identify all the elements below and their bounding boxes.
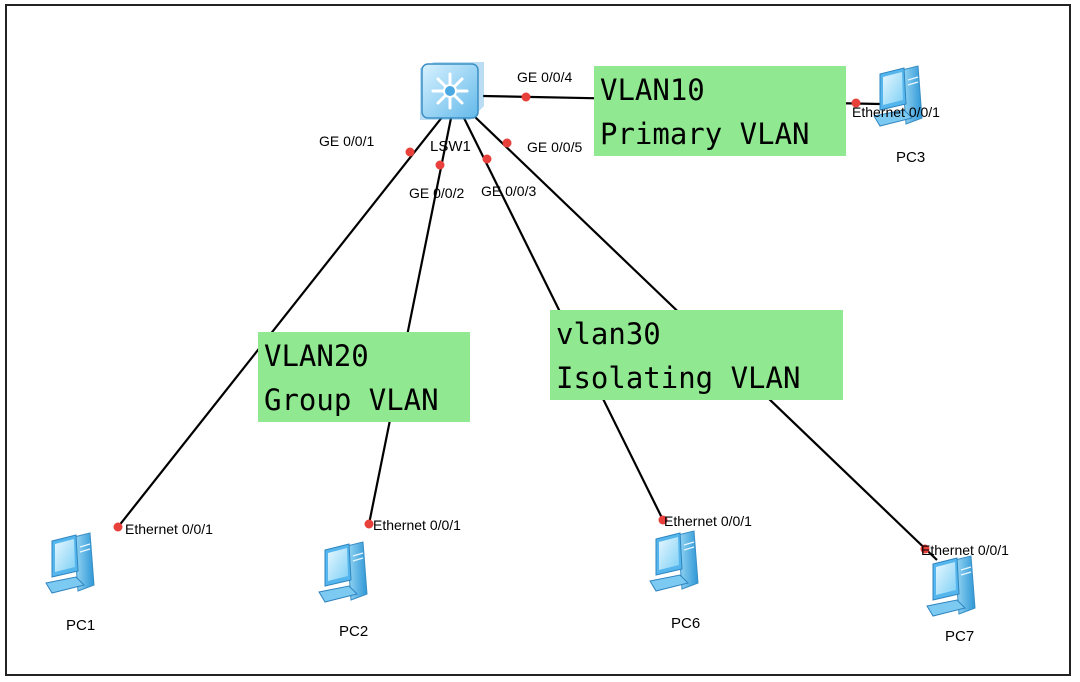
- port-dot-ge5: [502, 138, 512, 148]
- vlan20-subtitle: Group VLAN: [264, 383, 439, 417]
- pc1-icon[interactable]: [45, 532, 95, 594]
- vlan20-box: VLAN20 Group VLAN: [258, 332, 470, 422]
- pc3-label: PC3: [896, 149, 925, 166]
- port-label-ge3: GE 0/0/3: [481, 183, 536, 199]
- pc2-port-label: Ethernet 0/0/1: [373, 517, 461, 533]
- port-dot-ge1: [405, 147, 415, 157]
- pc2-icon[interactable]: [318, 541, 368, 603]
- vlan10-subtitle: Primary VLAN: [600, 117, 810, 151]
- vlan30-subtitle: Isolating VLAN: [556, 361, 801, 395]
- port-dot-ge4: [521, 92, 531, 102]
- vlan30-title: vlan30: [556, 317, 661, 351]
- port-label-ge1: GE 0/0/1: [319, 133, 374, 149]
- port-dot-ge2: [435, 160, 445, 170]
- pc7-port-label: Ethernet 0/0/1: [921, 542, 1009, 558]
- pc1-port-label: Ethernet 0/0/1: [125, 521, 213, 537]
- vlan30-box: vlan30 Isolating VLAN: [550, 310, 843, 400]
- switch-label: LSW1: [430, 138, 471, 155]
- port-dot-pc1: [113, 522, 123, 532]
- port-label-ge2: GE 0/0/2: [409, 185, 464, 201]
- port-dot-pc2: [364, 519, 374, 529]
- pc7-label: PC7: [945, 628, 974, 645]
- port-label-ge5: GE 0/0/5: [527, 139, 582, 155]
- port-dot-ge3: [482, 154, 492, 164]
- switch-icon[interactable]: [420, 62, 484, 120]
- pc6-port-label: Ethernet 0/0/1: [664, 513, 752, 529]
- pc3-port-label: Ethernet 0/0/1: [852, 104, 940, 120]
- pc7-icon[interactable]: [926, 555, 976, 617]
- pc6-icon[interactable]: [649, 530, 699, 592]
- link-ge1-pc1: [117, 115, 444, 528]
- pc1-label: PC1: [66, 617, 95, 634]
- port-dot-pc7: [920, 544, 930, 554]
- port-dot-pc3: [851, 98, 861, 108]
- link-ge2-pc2: [367, 117, 453, 525]
- vlan10-box: VLAN10 Primary VLAN: [594, 66, 846, 156]
- vlan10-title: VLAN10: [600, 73, 705, 107]
- vlan20-title: VLAN20: [264, 339, 369, 373]
- pc2-label: PC2: [339, 623, 368, 640]
- port-label-ge4: GE 0/0/4: [517, 69, 572, 85]
- pc6-label: PC6: [671, 615, 700, 632]
- port-dot-pc6: [658, 515, 668, 525]
